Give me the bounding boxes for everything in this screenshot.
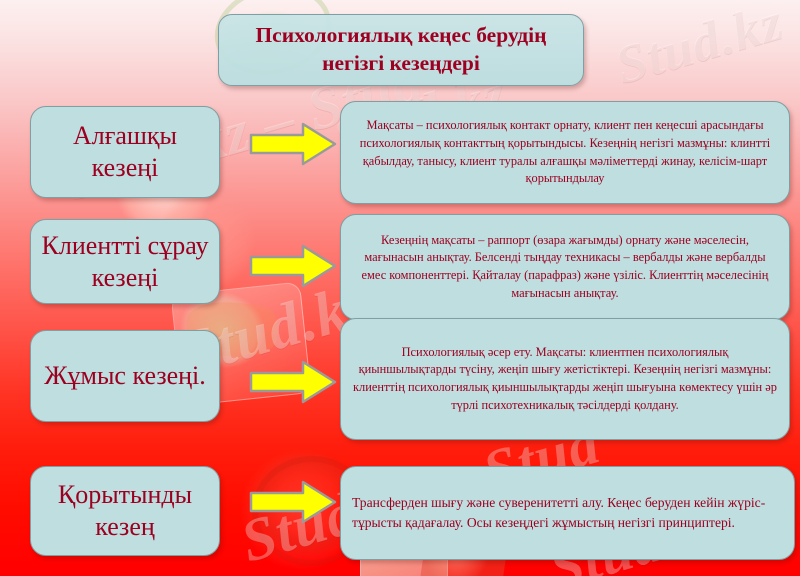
stage-content-box-3: Психологиялық әсер ету. Мақсаты: клиентп… [340,318,790,440]
stage-label-box-2: Клиентті сұрау кезеңі [30,219,220,304]
stage-content-text-2: Кезеңнің мақсаты – раппорт (өзара жағымд… [361,232,769,300]
stage-content-box-4: Трансферден шығу және суверенитетті алу.… [340,466,795,560]
stage-label-text-3: Жұмыс кезеңі. [44,361,206,391]
stage-content-text-1: Мақсаты – психологиялық контакт орнату, … [359,118,771,186]
right-arrow-icon [249,480,337,524]
slide-title-box: Психологиялық кеңес берудің негізгі кезе… [218,14,584,86]
stage-content-text-3: Психологиялық әсер ету. Мақсаты: клиентп… [353,344,777,412]
stage-label-text-2: Клиентті сұрау кезеңі [41,230,209,292]
right-arrow-icon [249,122,337,166]
stage-content-text-4: Трансферден шығу және суверенитетті алу.… [352,495,766,530]
watermark-text: Stud.kz [609,0,790,96]
stage-label-box-4: Қорытынды кезең [30,466,220,556]
stage-label-box-1: Алғашқы кезеңі [30,106,220,198]
stage-label-text-4: Қорытынды кезең [57,480,193,541]
right-arrow-icon [249,244,337,288]
stage-content-box-1: Мақсаты – психологиялық контакт орнату, … [340,101,790,204]
stage-label-text-1: Алғашқы кезеңі [72,121,178,182]
stage-label-box-3: Жұмыс кезеңі. [30,330,220,422]
stage-content-box-2: Кезеңнің мақсаты – раппорт (өзара жағымд… [340,214,790,320]
right-arrow-icon [249,360,337,404]
slide-title: Психологиялық кеңес берудің негізгі кезе… [255,23,547,75]
